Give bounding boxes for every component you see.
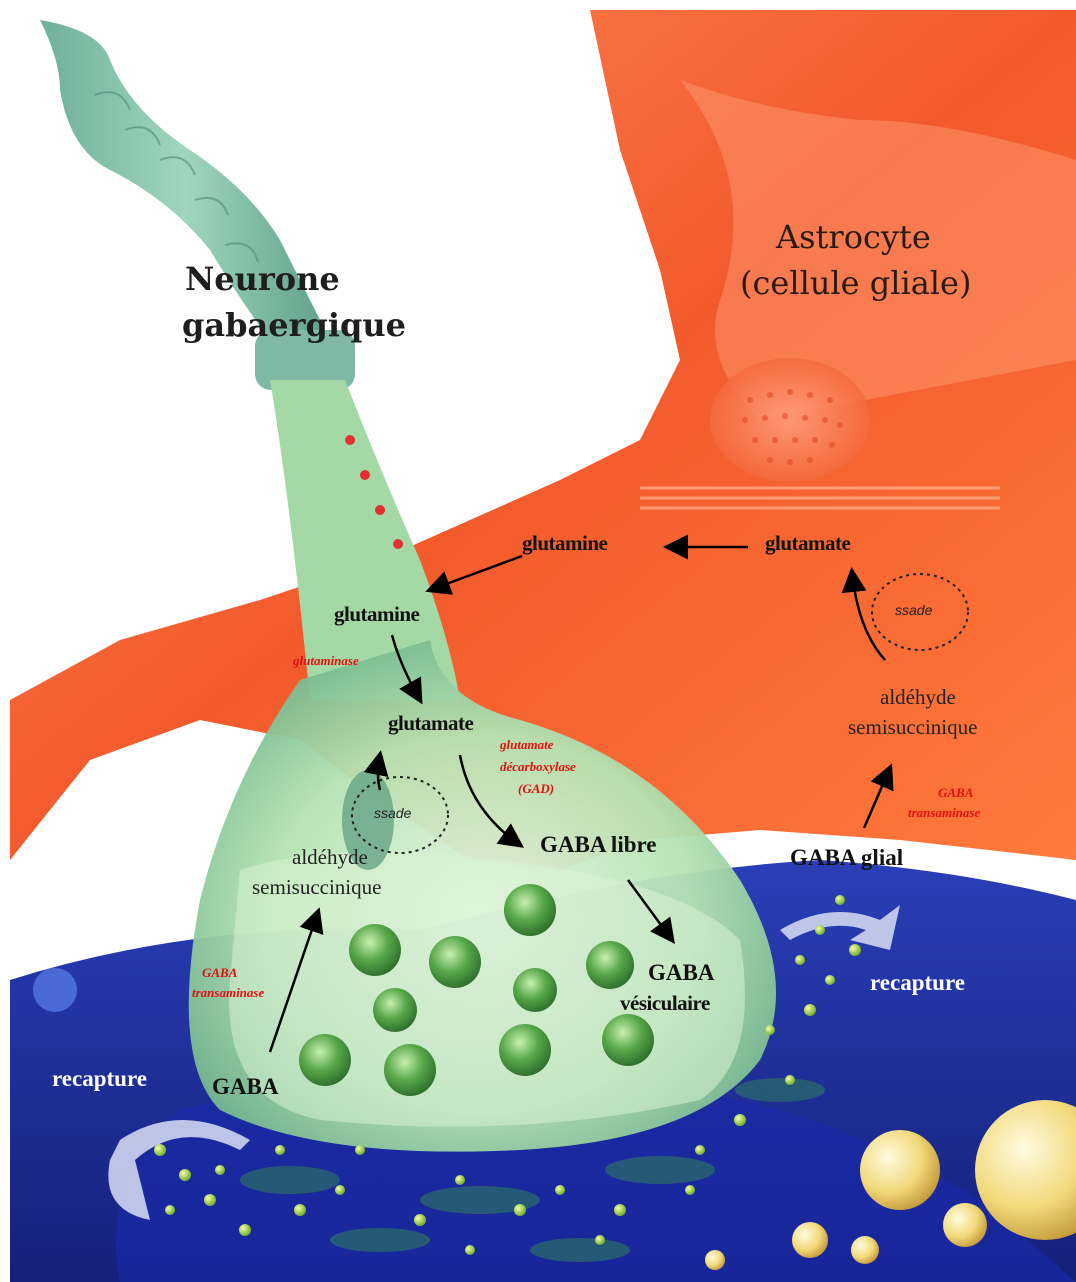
label-gaba-vesicular-1: GABA xyxy=(648,960,714,985)
label-gad-3: (GAD) xyxy=(518,782,554,796)
label-gaba-t-neuron-1: GABA xyxy=(202,966,237,980)
label-gaba-glial: GABA glial xyxy=(790,845,903,870)
label-aldehyde-astro-1: aldéhyde xyxy=(880,686,956,709)
label-gaba-t-astro-2: transaminase xyxy=(908,806,980,820)
label-gaba-libre: GABA libre xyxy=(540,832,657,857)
neuron-title-line1: Neurone xyxy=(185,262,340,297)
label-gaba-neuron: GABA xyxy=(212,1074,278,1099)
label-gaba-t-astro-1: GABA xyxy=(938,786,973,800)
label-ssadh-neuron: ssade xyxy=(374,806,411,821)
label-aldehyde-neuron-2: semisuccinique xyxy=(252,876,381,899)
label-recapture-left: recapture xyxy=(52,1066,147,1091)
label-glutamate-astro: glutamate xyxy=(765,532,850,555)
label-aldehyde-neuron-1: aldéhyde xyxy=(292,846,368,869)
astrocyte-title-line1: Astrocyte xyxy=(776,220,931,255)
label-glutamine-neuron: glutamine xyxy=(334,603,419,626)
label-ssadh-astro: ssade xyxy=(895,603,932,618)
label-glutamine-astro: glutamine xyxy=(522,532,607,555)
blue-sphere xyxy=(33,968,77,1012)
label-glutaminase: glutaminase xyxy=(293,654,359,668)
label-gad-2: décarboxylase xyxy=(500,760,576,774)
label-recapture-right: recapture xyxy=(870,970,965,995)
label-glutamate-neuron: glutamate xyxy=(388,712,473,735)
neuron-title-line2: gabaergique xyxy=(182,308,406,343)
label-gad-1: glutamate xyxy=(500,738,553,752)
astrocyte-title-line2: (cellule gliale) xyxy=(740,266,971,301)
label-gaba-vesicular-2: vésiculaire xyxy=(620,992,710,1015)
label-aldehyde-astro-2: semisuccinique xyxy=(848,716,977,739)
label-gaba-t-neuron-2: transaminase xyxy=(192,986,264,1000)
